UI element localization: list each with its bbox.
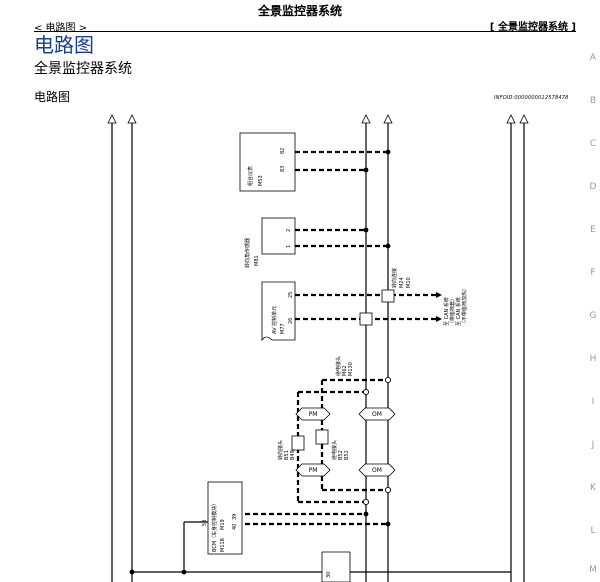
code-relay-b51: B49 [290,450,296,460]
arrow-right-icon [436,292,442,298]
arrow-up-icon [127,114,137,124]
code-relay-m62: M130 [348,362,354,376]
side-index-letter[interactable]: B [589,96,597,106]
arrow-right-icon [436,316,442,322]
sub-relay-b51: B51 [284,450,290,460]
section-tag: [ 全景监控器系统 ] [489,22,576,33]
label-combination-meter: 组合仪表 [247,166,254,186]
code-bcm: M19 [220,519,226,530]
splice-dot [385,243,391,249]
bus-label-pm-top [295,407,331,421]
splice-dot [181,569,187,575]
splice-dot [385,521,391,527]
label-relay-m62: 继电接头 [335,356,342,376]
pin-label: 25 [288,292,294,298]
bus-label-text: OM [372,467,382,474]
code-junction-m24: M10 [406,277,412,288]
pin-label: 2 [286,229,292,232]
can-note: 至 CAN 系统 [455,297,462,326]
can-note: （带座椅套） [449,296,456,326]
splice-open-dot [362,388,370,396]
pin-label: 1 [286,245,292,248]
splice-dot [129,569,135,575]
code-av-control-unit: M77 [280,323,286,334]
pin-label: 30 [326,572,332,578]
splice-dot [363,167,369,173]
side-index-letter[interactable]: J [591,440,595,450]
connector-junction [359,312,373,326]
connector-relay-b51 [291,435,305,451]
bus-label-om-top [358,407,396,421]
label-junction-m24: 转向连接 [391,268,398,288]
label-steering-angle-sensor: 转向角传感器 [244,238,251,268]
side-index-letter[interactable]: D [589,182,597,192]
component-steering-angle-sensor [261,217,296,255]
pin-label: 26 [288,318,294,324]
splice-open-dot [362,498,370,506]
bus-label-text: PM [309,411,318,418]
side-index-letter[interactable]: K [590,483,596,493]
bus-label-pm-bottom [295,463,331,477]
code-steering-angle-sensor: M81 [254,255,260,266]
breadcrumb[interactable]: < 电路图 > [34,23,88,34]
can-note: 至 CAN 系统 [443,297,450,326]
sub-junction-m24: M24 [399,277,405,288]
code-relay-b52: B52 [344,450,350,460]
sub-relay-m62: M62 [342,365,348,376]
code-bcm: M118 [220,538,226,552]
label-relay-b51: 转向接头 [277,440,284,460]
header-divider [34,31,576,32]
side-index-letter[interactable]: E [590,225,596,235]
reference-code: INFOID:0000000012578478 [494,95,569,101]
section-label: 电路图 [34,90,71,104]
side-index-letter[interactable]: M [589,565,597,575]
side-index-letter[interactable]: L [590,526,596,536]
bus-label-om-bottom [358,463,396,477]
side-index-letter[interactable]: H [589,354,597,364]
arrow-up-icon [506,114,516,124]
can-note: （不带座椅加热） [461,286,468,326]
component-combination-meter [239,132,296,192]
pin-label: 40 [232,524,238,530]
component-av-control-unit [261,281,296,342]
label-av-control-unit: AV 控制单元 [271,306,278,334]
pin-label: 39 [232,514,238,520]
arrow-up-icon [361,114,371,124]
splice-open-dot [384,376,392,384]
component-bcm [207,481,243,555]
side-index-letter[interactable]: I [591,397,595,407]
arrow-up-icon [519,114,529,124]
arrow-up-icon [383,114,393,124]
splice-open-dot [384,486,392,494]
bus-label-text: PM [309,467,318,474]
arrow-up-icon [107,114,117,124]
side-index-letter[interactable]: A [589,53,597,63]
connector-junction-m24 [381,289,395,303]
pin-label: 82 [280,148,286,154]
splice-dot [363,227,369,233]
label-relay-b52: 继电接头 [331,440,338,460]
side-index-letter[interactable]: F [590,268,596,278]
bus-label-text: OM [372,411,382,418]
code-combination-meter: M53 [258,175,264,186]
page-heading: 电路图 [34,33,94,57]
splice-dot [363,511,369,517]
splice-dot [385,149,391,155]
page-header-title: 全景监控器系统 [257,4,342,18]
pin-label: 83 [280,166,286,172]
side-index-letter[interactable]: G [589,311,597,321]
sub-relay-b52: B52 [338,450,344,460]
page-subheading: 全景监控器系统 [34,61,132,77]
component-bottom-unit [321,551,351,582]
side-index-letter[interactable]: C [589,139,597,149]
label-bcm: BCM（车身控制模块） [211,501,218,552]
pin-label: 58 [202,520,208,526]
connector-relay-b52 [315,429,329,445]
